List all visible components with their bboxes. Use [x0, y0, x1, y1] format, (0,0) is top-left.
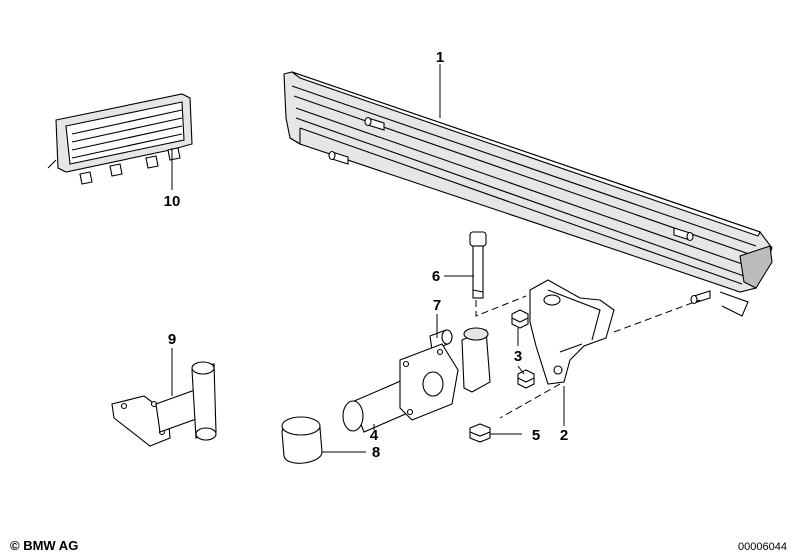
- callout-8: 8: [372, 444, 380, 461]
- callout-2: 2: [560, 427, 568, 444]
- callout-1: 1: [436, 49, 444, 66]
- grille-clip: [167, 147, 181, 161]
- copyright-text: © BMW AG: [10, 538, 79, 553]
- part-5-nut: [469, 423, 491, 443]
- grille-clip: [79, 171, 93, 185]
- callout-9: 9: [168, 331, 176, 348]
- callout-10: 10: [164, 193, 181, 210]
- leader-3b: [517, 365, 525, 375]
- grille-clip: [109, 163, 123, 177]
- callout-4: 4: [370, 427, 379, 444]
- stud: [673, 227, 694, 242]
- part-6-bolt: [469, 231, 527, 317]
- grille-clip: [145, 155, 159, 169]
- part-1-bumper-carrier: [283, 71, 773, 317]
- stud: [328, 150, 349, 165]
- callout-3: 3: [514, 348, 522, 365]
- callout-5: 5: [532, 427, 540, 444]
- part-2-bracket: [499, 279, 701, 419]
- diagram-id-text: 00006044: [738, 541, 787, 553]
- part-3-nuts: [511, 309, 535, 389]
- part-4-tow-tube: [342, 327, 491, 433]
- callout-7: 7: [433, 297, 441, 314]
- part-10-vent-grille: [47, 93, 193, 185]
- stud: [364, 116, 385, 131]
- part-7-screw: [429, 329, 453, 351]
- stud: [690, 290, 711, 305]
- callout-6: 6: [432, 268, 440, 285]
- part-9-towing-eye: [111, 361, 217, 447]
- part-8-cap: [281, 416, 323, 464]
